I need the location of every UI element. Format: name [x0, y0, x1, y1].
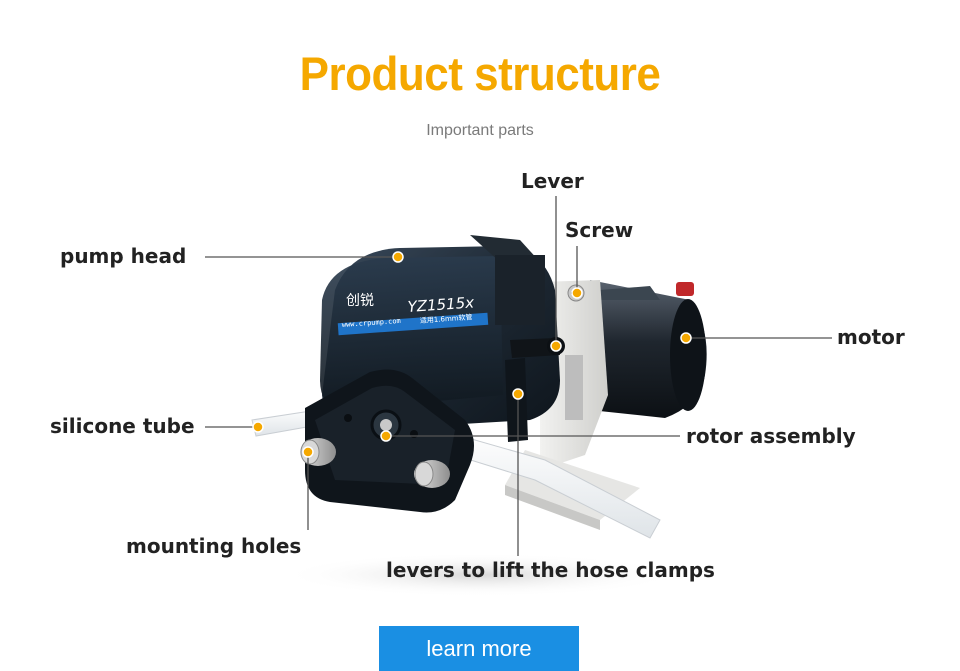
floor-shadow	[280, 553, 680, 597]
lever-arm	[510, 337, 565, 358]
marker-dot-pump-head	[392, 251, 404, 263]
marker-dot-motor	[680, 332, 692, 344]
label-rotor-assembly: rotor assembly	[686, 424, 856, 448]
marker-dots	[252, 251, 692, 458]
marker-dot-silicone-tube	[252, 421, 264, 433]
label-motor: motor	[837, 325, 905, 349]
label-silicone-tube: silicone tube	[50, 414, 195, 438]
page-title: Product structure	[299, 48, 661, 101]
marker-dot-screw	[571, 287, 583, 299]
marker-dot-rotor-assembly	[380, 430, 392, 442]
learn-more-button[interactable]: learn more	[379, 626, 579, 671]
label-screw: Screw	[565, 218, 634, 242]
label-lever: Lever	[521, 169, 584, 193]
marker-dot-mounting-holes	[302, 446, 314, 458]
label-levers-hose-clamps: levers to lift the hose clamps	[386, 558, 715, 582]
clamp-lever	[505, 358, 528, 442]
tagline-text: 适用1.6mm软管	[420, 312, 473, 325]
label-mounting-holes: mounting holes	[126, 534, 302, 558]
brand-text: 创锐	[346, 293, 374, 309]
marker-dot-levers-hose-clamps	[512, 388, 524, 400]
model-text: YZ1515x	[407, 293, 475, 316]
logo-strip	[337, 312, 489, 336]
leader-lines	[205, 196, 832, 556]
motor-body	[590, 280, 707, 418]
mounting-knob-right	[414, 460, 450, 488]
marker-dot-lever	[550, 340, 562, 352]
page-subtitle: Important parts	[426, 122, 534, 139]
label-pump-head: pump head	[60, 244, 187, 268]
